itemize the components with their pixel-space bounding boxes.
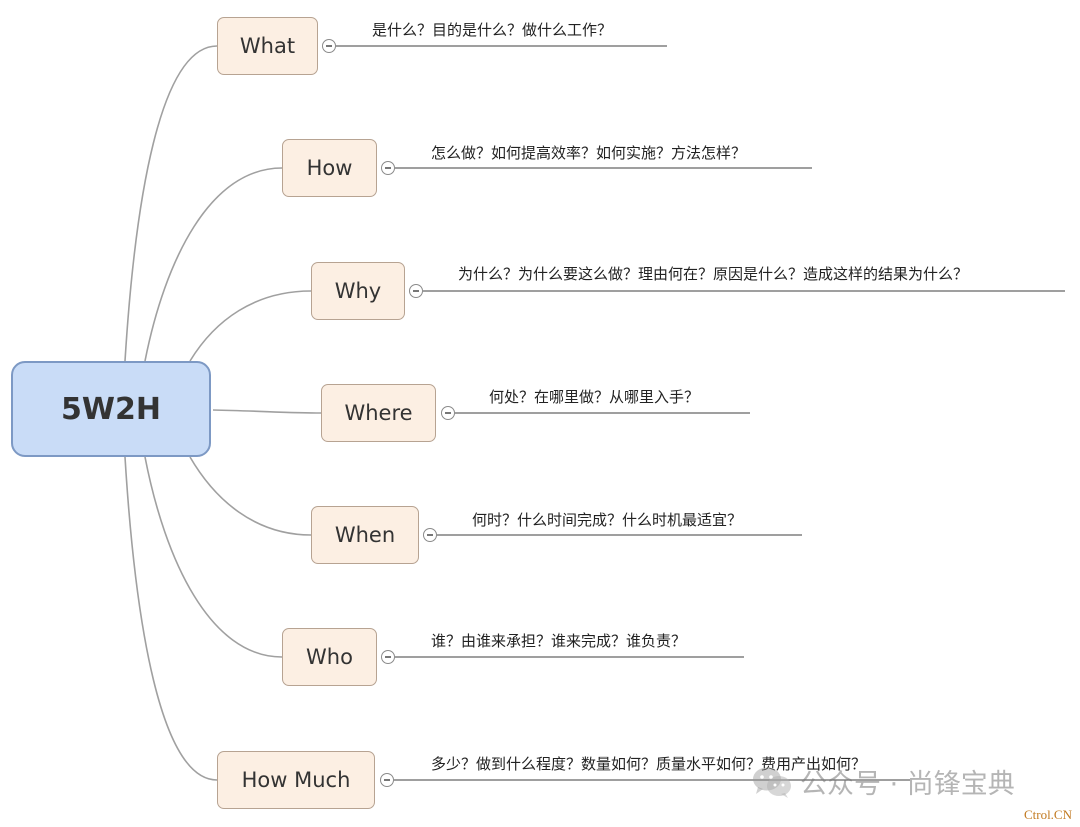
connector-why bbox=[189, 290, 312, 362]
branch-label: Where bbox=[344, 401, 413, 425]
branch-node-who[interactable]: Who bbox=[282, 628, 377, 686]
collapse-icon[interactable] bbox=[381, 650, 395, 664]
connector-how bbox=[144, 167, 283, 362]
branch-label: Why bbox=[334, 279, 382, 303]
wechat-icon bbox=[752, 765, 792, 799]
branch-node-what[interactable]: What bbox=[217, 17, 318, 75]
collapse-icon[interactable] bbox=[322, 39, 336, 53]
collapse-icon[interactable] bbox=[381, 161, 395, 175]
branch-label: How bbox=[306, 156, 353, 180]
watermark-text: 公众号 · 尚锋宝典 bbox=[800, 769, 1015, 800]
branch-label: What bbox=[239, 34, 296, 58]
watermark: 公众号 · 尚锋宝典 bbox=[752, 762, 1015, 801]
branch-description-where: 何处？在哪里做？从哪里入手？ bbox=[489, 388, 700, 406]
corner-mark: Ctrol.CN bbox=[1023, 807, 1072, 822]
branch-node-where[interactable]: Where bbox=[321, 384, 436, 442]
branch-label: How Much bbox=[241, 768, 351, 792]
root-node[interactable]: 5W2H bbox=[11, 361, 211, 457]
collapse-icon[interactable] bbox=[441, 406, 455, 420]
branch-node-when[interactable]: When bbox=[311, 506, 419, 564]
branch-description-how-much: 多少？做到什么程度？数量如何？质量水平如何？费用产出如何？ bbox=[431, 755, 867, 773]
branch-node-how-much[interactable]: How Much bbox=[217, 751, 375, 809]
branch-label: When bbox=[334, 523, 396, 547]
root-label: 5W2H bbox=[61, 391, 161, 427]
branch-description-how: 怎么做？如何提高效率？如何实施？方法怎样？ bbox=[431, 144, 747, 162]
branch-description-what: 是什么？目的是什么？做什么工作？ bbox=[372, 21, 613, 39]
branch-node-why[interactable]: Why bbox=[311, 262, 405, 320]
branch-description-why: 为什么？为什么要这么做？理由何在？原因是什么？造成这样的结果为什么？ bbox=[458, 265, 969, 283]
branch-node-how[interactable]: How bbox=[282, 139, 377, 197]
collapse-icon[interactable] bbox=[380, 773, 394, 787]
branch-label: Who bbox=[306, 645, 353, 669]
connector-where bbox=[212, 409, 322, 414]
connector-what bbox=[124, 45, 218, 362]
collapse-icon[interactable] bbox=[423, 528, 437, 542]
connector-who bbox=[144, 456, 283, 658]
branch-description-when: 何时？什么时间完成？什么时机最适宜？ bbox=[472, 511, 743, 529]
branch-description-who: 谁？由谁来承担？谁来完成？谁负责？ bbox=[431, 632, 687, 650]
connector-when bbox=[189, 456, 312, 536]
collapse-icon[interactable] bbox=[409, 284, 423, 298]
connector-how-much bbox=[124, 456, 218, 781]
